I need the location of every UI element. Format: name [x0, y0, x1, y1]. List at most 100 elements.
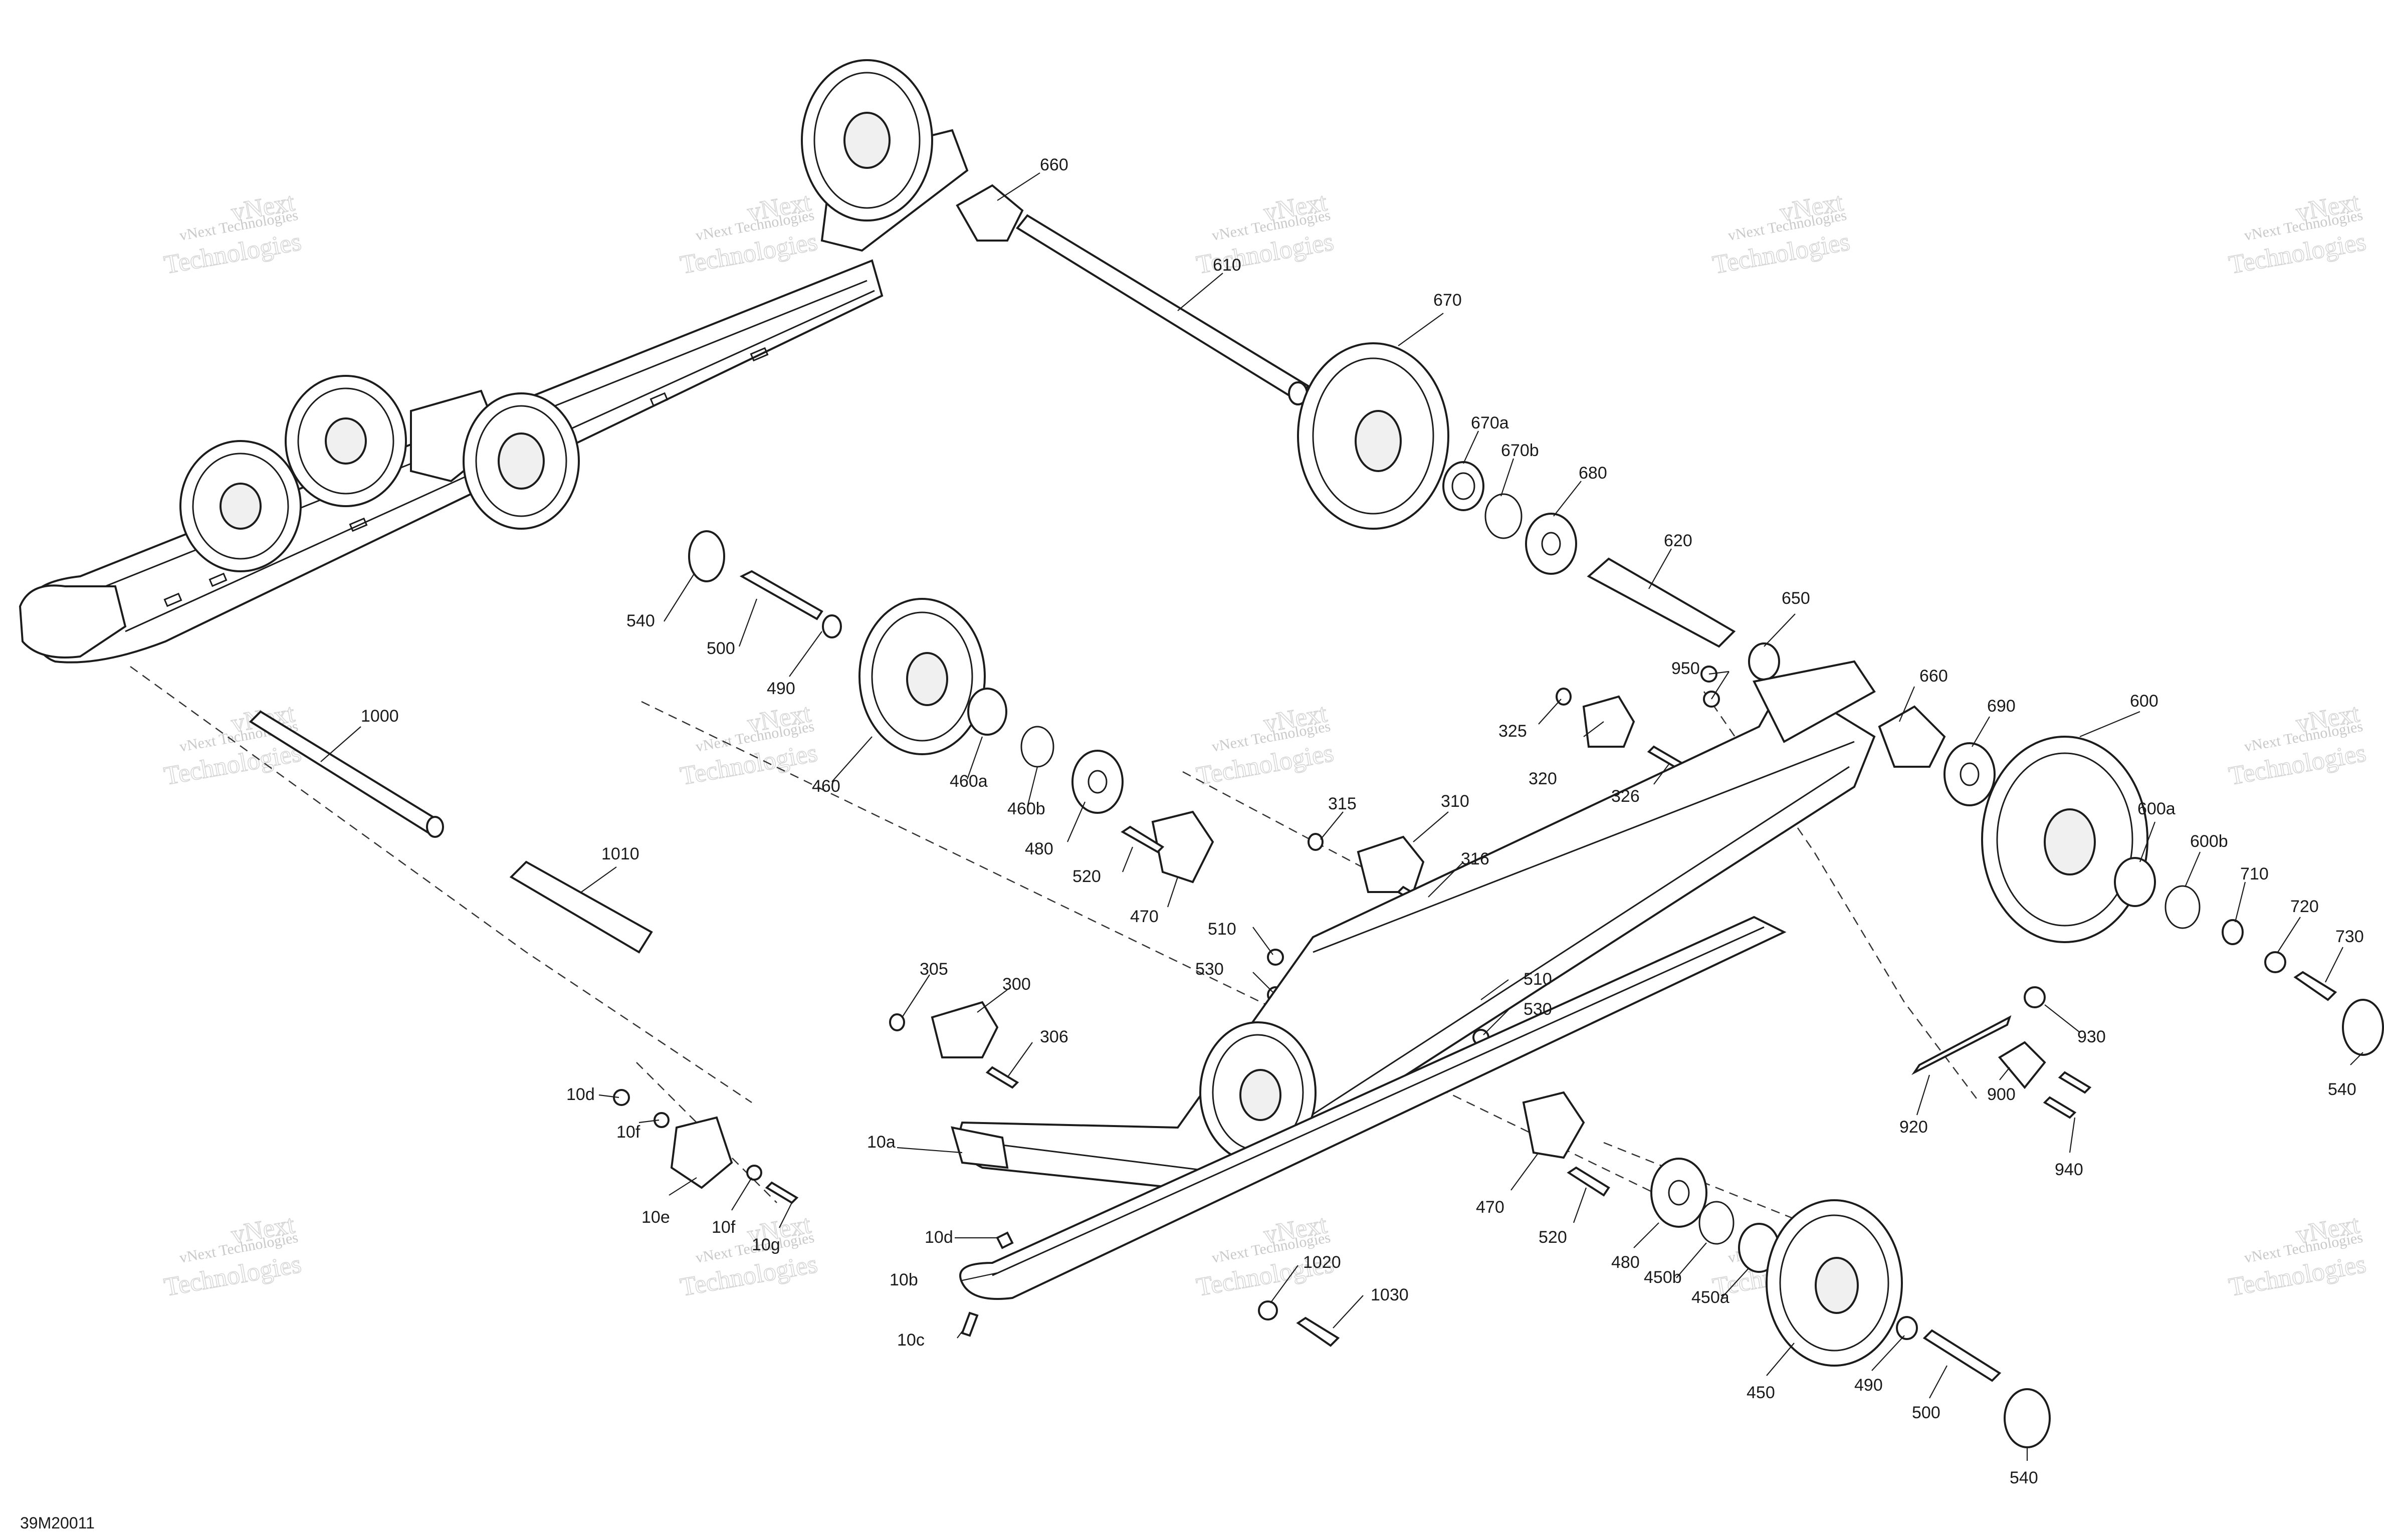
washer [1650, 1158, 1707, 1228]
callout-label: 950 [1671, 659, 1700, 678]
callout-label: 460 [812, 777, 840, 796]
spacer-tube [1587, 557, 1736, 648]
watermark: vNext Technologies vNext Technologies [678, 699, 820, 791]
callout-label: 480 [1025, 839, 1053, 858]
callout-label: 450 [1747, 1383, 1775, 1402]
washer [746, 1165, 762, 1181]
assembly-line [130, 666, 752, 1104]
callout-label: 310 [1441, 792, 1469, 811]
shaft-cap [1878, 705, 1946, 768]
left-rail-assembly [19, 59, 969, 664]
callout-label: 10e [641, 1208, 670, 1227]
callout-label: 520 [1072, 867, 1101, 886]
callout-label: 500 [1912, 1403, 1940, 1422]
long-shaft [1016, 214, 1310, 402]
callout-label: 10f [616, 1123, 640, 1142]
callout-label: 710 [2240, 864, 2269, 884]
shaft [249, 710, 443, 836]
right-rail-bracket [1753, 660, 1876, 743]
callout-label: 500 [707, 639, 735, 658]
large-wheel [1981, 736, 2148, 943]
idler-wheel [285, 375, 407, 507]
slide-hardware [613, 1089, 1340, 1347]
callout-label: 920 [1899, 1118, 1928, 1137]
washer [2222, 919, 2244, 945]
callout-label: 490 [767, 679, 795, 698]
callout-label: 10a [867, 1133, 896, 1152]
nut [2264, 951, 2286, 973]
assembly-line [641, 701, 1654, 1194]
retaining-ring [1020, 726, 1054, 768]
shaft-cap [956, 184, 1024, 242]
upper-shaft-parts [956, 184, 1780, 681]
callout-label: 690 [1987, 697, 2016, 716]
cap [2004, 1388, 2051, 1448]
slide-runner-edge [992, 926, 1765, 1276]
screw [2058, 1071, 2092, 1094]
callout-label: 720 [2290, 897, 2319, 916]
callout-label: 1000 [361, 707, 399, 726]
nut [1308, 833, 1324, 851]
callout-label: 670b [1501, 441, 1539, 460]
spacer [509, 860, 653, 954]
callout-label: 510 [1524, 970, 1552, 989]
nut [613, 1089, 630, 1106]
bolt [1296, 1316, 1340, 1347]
callout-label: 600a [2137, 799, 2176, 818]
bearing [2114, 857, 2156, 907]
bolt [2293, 971, 2337, 1001]
stopper-block [1357, 835, 1425, 893]
nut [822, 614, 842, 638]
callout-label: 10c [897, 1331, 925, 1350]
callout-label: 660 [1919, 667, 1948, 686]
callout-label: 930 [2077, 1027, 2106, 1046]
wheel [1766, 1199, 1903, 1367]
bearing [967, 688, 1007, 736]
callout-label: 10f [712, 1218, 736, 1237]
washer-hole [1960, 762, 1980, 786]
washer [1748, 642, 1780, 681]
callout-label: 460a [950, 772, 988, 791]
callout-label: 900 [1987, 1085, 2016, 1104]
cap [688, 530, 725, 582]
callout-label: 326 [1611, 787, 1640, 806]
screw [1121, 825, 1165, 853]
nut [889, 1013, 905, 1031]
callout-label: 306 [1040, 1027, 1068, 1046]
bearing [1442, 461, 1484, 511]
callout-label: 480 [1611, 1253, 1640, 1272]
callout-label: 470 [1130, 907, 1159, 926]
watermark: vNext Technologies vNext Technologies [2226, 187, 2368, 280]
idler-wheel [801, 59, 933, 222]
callout-label: 600 [2130, 692, 2158, 711]
watermark: vNext Technologies vNext Technologies [678, 187, 820, 280]
callout-label: 460b [1007, 799, 1045, 818]
pin [1911, 1015, 2012, 1075]
bracket [1998, 1041, 2046, 1089]
callout-label: 10b [890, 1270, 918, 1289]
hinge-block [1522, 1091, 1585, 1159]
callout-label: 670 [1433, 291, 1462, 310]
callout-label: 325 [1498, 722, 1527, 741]
washer [1525, 513, 1577, 575]
callout-label: 10d [925, 1228, 953, 1247]
callout-label: 940 [2055, 1160, 2083, 1179]
idler-wheel [463, 392, 580, 530]
callout-label: 300 [1002, 975, 1031, 994]
watermark: vNext Technologies vNext Technologies [161, 1210, 304, 1302]
callout-labels: 660 610 670 670a 670b 680 620 650 660 69… [361, 155, 2364, 1487]
slide-clip [670, 1116, 733, 1189]
washer [1071, 750, 1124, 814]
callout-label: 600b [2190, 832, 2228, 851]
screw [2043, 1096, 2077, 1119]
right-rail-edge [1313, 741, 1855, 953]
washer [1258, 1300, 1278, 1321]
callout-label: 660 [1040, 155, 1068, 174]
callout-label: 610 [1213, 256, 1241, 275]
callout-label: 315 [1328, 794, 1357, 813]
callout-label: 450a [1691, 1288, 1729, 1307]
washer-hole [1668, 1180, 1690, 1206]
watermark: vNext Technologies vNext Technologies [161, 187, 304, 280]
large-wheel [1297, 342, 1449, 530]
